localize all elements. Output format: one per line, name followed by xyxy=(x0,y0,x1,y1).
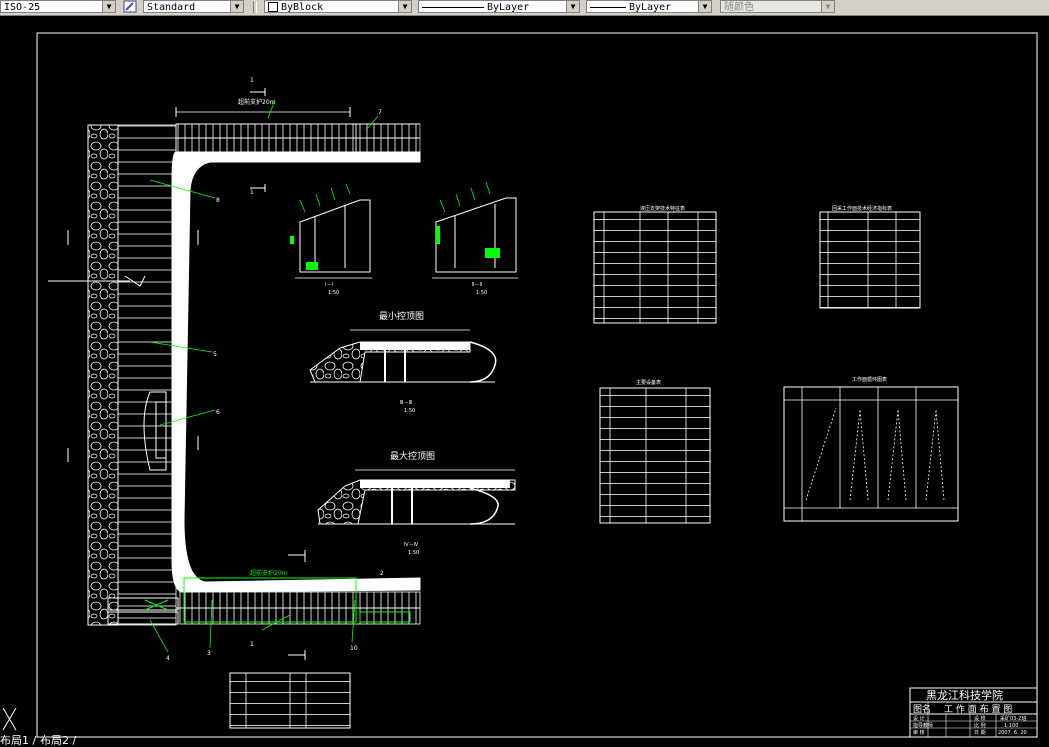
scale-label: 1:50 xyxy=(408,550,419,556)
drawing-frame xyxy=(36,32,1038,738)
tab-layout1[interactable]: 布局1 / xyxy=(0,734,37,747)
text-style-icon[interactable] xyxy=(123,0,137,13)
plotstyle-dropdown[interactable]: 随颜色 ▼ xyxy=(720,0,835,13)
scale-label: 1:50 xyxy=(328,290,339,296)
cut-label: Ⅲ－Ⅲ xyxy=(400,400,412,406)
shearer xyxy=(143,391,167,471)
max-roof-section: 最大控顶图 Ⅳ－Ⅳ 1:50 xyxy=(317,450,516,556)
tb-cell: 采矿03-2班 xyxy=(1000,715,1026,722)
lineweight-value: ByLayer xyxy=(629,2,672,13)
line-sample-icon xyxy=(590,6,626,8)
economic-index-table: 回采工作面技术经济指标表 xyxy=(819,205,921,309)
tb-cell: 日 期 xyxy=(974,730,986,736)
chevron-down-icon[interactable]: ▼ xyxy=(230,1,243,12)
chevron-down-icon[interactable]: ▼ xyxy=(102,1,115,12)
callout-label: 1 xyxy=(250,641,254,648)
legend-table xyxy=(229,672,351,729)
tb-cell: 设 校 xyxy=(974,715,986,722)
drawing-canvas[interactable]: 超前支护20m 超前支护20m 8 5 6 7 1 xyxy=(0,16,1049,747)
plotstyle-value: 随颜色 xyxy=(724,2,754,13)
title-block: 黑龙江科技学院 图名 工 作 面 布 置 图 设 计 设 校 采矿03-2班 指… xyxy=(909,687,1038,738)
school-name: 黑龙江科技学院 xyxy=(926,688,1003,702)
coal-wall-outline xyxy=(171,151,421,593)
chevron-down-icon[interactable]: ▼ xyxy=(821,1,834,12)
callout-label: 4 xyxy=(166,655,170,662)
cut-label: Ⅰ－Ⅰ xyxy=(325,282,333,288)
chevron-down-icon[interactable]: ▼ xyxy=(398,1,411,12)
callout-label: 7 xyxy=(378,109,382,116)
callout-label: 1 xyxy=(250,189,254,196)
tb-cell: 1:100 xyxy=(1004,723,1018,729)
properties-toolbar: ISO-25 ▼ Standard ▼ ByBlock ▼ ByLayer ▼ … xyxy=(0,0,1049,16)
section-bottom-title: 最大控顶图 xyxy=(390,450,435,462)
support-section-b: Ⅱ－Ⅱ 1:50 xyxy=(432,181,518,296)
table-title: 回采工作面技术经济指标表 xyxy=(832,205,892,212)
linetype-dropdown[interactable]: ByLayer ▼ xyxy=(418,0,580,13)
dimstyle-dropdown[interactable]: ISO-25 ▼ xyxy=(0,0,116,13)
color-swatch-icon xyxy=(268,2,278,12)
plan-top-label: 超前支护20m xyxy=(238,98,276,106)
scale-label: 1:50 xyxy=(476,290,487,296)
support-spec-table: 液压支架技术特征表 xyxy=(593,205,717,324)
color-dropdown[interactable]: ByBlock ▼ xyxy=(264,0,412,13)
dimstyle-value: ISO-25 xyxy=(4,2,41,13)
tb-cell: 指导教师 xyxy=(913,722,933,729)
drawing-name: 工 作 面 布 置 图 xyxy=(944,703,1012,715)
tb-cell: 比 例 xyxy=(974,722,986,729)
textstyle-dropdown[interactable]: Standard ▼ xyxy=(143,0,244,13)
callout-label: 6 xyxy=(216,409,220,416)
textstyle-value: Standard xyxy=(147,2,196,13)
support-section-a: Ⅰ－Ⅰ 1:50 xyxy=(290,183,372,296)
chevron-down-icon[interactable]: ▼ xyxy=(698,1,711,12)
section-top-title: 最小控顶图 xyxy=(379,310,424,322)
table-title: 主要设备表 xyxy=(636,379,661,386)
line-sample-icon xyxy=(422,6,484,8)
table-title: 工作面循环图表 xyxy=(852,376,887,383)
color-value: ByBlock xyxy=(281,2,324,13)
toolbar-separator xyxy=(253,1,257,13)
plan-bottom-label: 超前支护20m xyxy=(250,569,288,577)
face-plan-view: 超前支护20m 超前支护20m 8 5 6 7 1 xyxy=(48,77,421,662)
tb-cell: 设 计 xyxy=(913,715,925,722)
drawing-name-label: 图名 xyxy=(913,703,931,715)
tab-label: 布局1 xyxy=(0,734,29,747)
callout-label: 3 xyxy=(207,650,211,657)
ucs-icon xyxy=(2,707,17,731)
goaf-rock-area xyxy=(87,124,119,626)
scale-label: 1:50 xyxy=(404,408,415,414)
linetype-value: ByLayer xyxy=(487,2,530,13)
tb-cell: 2007. 6. 20 xyxy=(998,730,1027,736)
cycle-chart-table: 工作面循环图表 xyxy=(783,376,959,522)
callout-label: 2 xyxy=(380,570,384,577)
tab-layout2[interactable]: 布局2 / xyxy=(40,734,77,747)
tab-label: 布局2 xyxy=(40,734,69,747)
min-roof-section: 最小控顶图 Ⅲ－Ⅲ 1:50 xyxy=(309,310,497,414)
callout-label: 1 xyxy=(250,77,254,84)
chevron-down-icon[interactable]: ▼ xyxy=(566,1,579,12)
table-title: 液压支架技术特征表 xyxy=(640,205,685,212)
cut-label: Ⅳ－Ⅳ xyxy=(404,542,419,548)
cut-label: Ⅱ－Ⅱ xyxy=(472,282,482,288)
equipment-table: 主要设备表 xyxy=(599,379,711,524)
tb-cell: 审 核 xyxy=(913,729,925,736)
callout-label: 10 xyxy=(350,645,358,652)
support-array xyxy=(117,124,177,626)
callout-label: 5 xyxy=(213,351,217,358)
lineweight-dropdown[interactable]: ByLayer ▼ xyxy=(586,0,712,13)
callout-label: 8 xyxy=(216,197,220,204)
